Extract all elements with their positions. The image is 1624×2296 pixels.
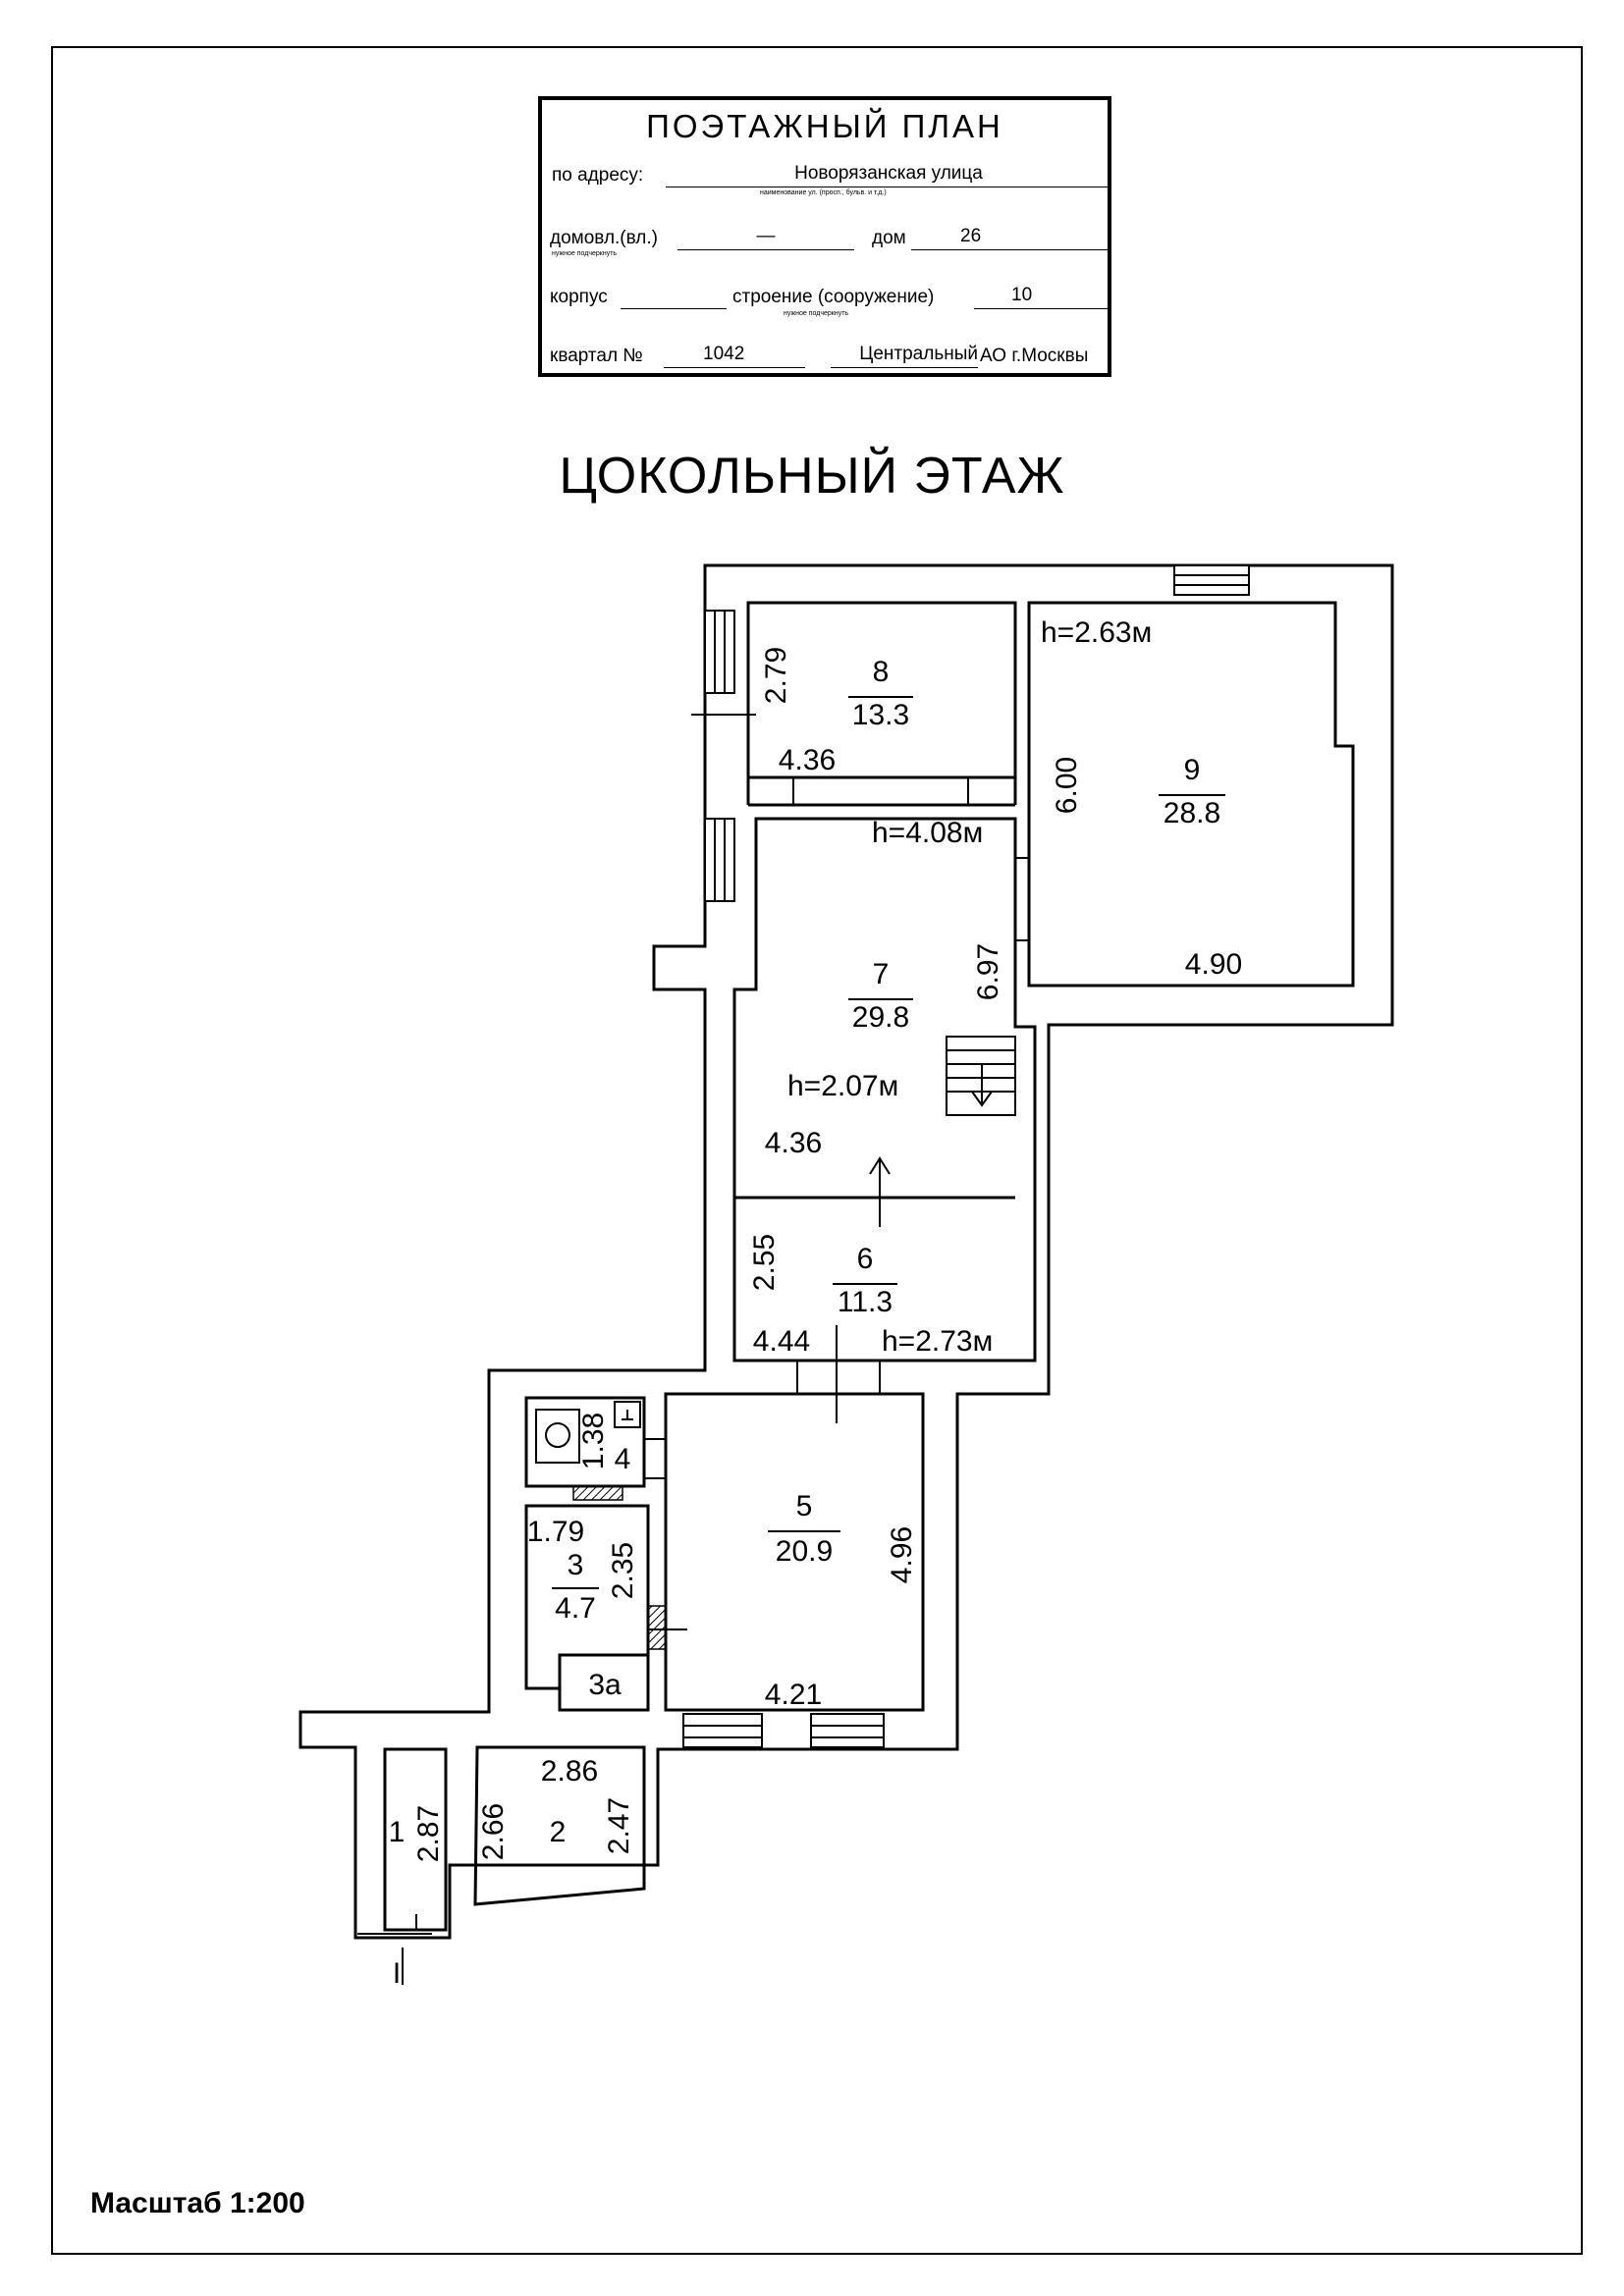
house-label: дом [872,228,906,248]
address-note: наименование ул. (просп., бульв. и т.д.) [760,189,887,196]
room-number: 7 [873,958,890,990]
house-value: 26 [911,226,1111,250]
dimension: 4.36 [779,744,836,776]
room-5-wall [664,1392,925,1712]
dimension: 2.66 [477,1803,510,1860]
dimension: 2.55 [748,1234,781,1291]
address-label: по адресу: [552,165,644,186]
room-number: 3 [568,1549,584,1581]
window [704,610,735,694]
dimension: 2.79 [760,647,792,704]
room-number: 8 [873,656,890,688]
toilet-icon [535,1409,580,1464]
room-3a-wall [558,1653,650,1712]
dimension: 4.96 [886,1526,918,1583]
window [810,1713,885,1748]
dimension: 6.97 [972,943,1004,1000]
ceiling-height: h=2.07м [787,1070,898,1102]
domovl-note: нужное подчеркнуть [552,250,618,257]
room-number: 6 [857,1243,874,1275]
stairs [946,1036,1016,1116]
dimension: 4.90 [1185,948,1242,981]
window [1173,564,1250,596]
okrug-value: Центральный [831,344,978,368]
stamp-title: ПОЭТАЖНЫЙ ПЛАН [646,108,1003,144]
dimension: 4.36 [765,1127,822,1159]
hatched-partition [572,1485,623,1501]
domovl-value: — [677,226,854,250]
scale-label: Масштаб 1:200 [90,2187,305,2219]
room-number: 5 [796,1490,813,1522]
dimension: 6.00 [1051,757,1083,814]
room-7-wall [732,817,1037,1362]
outer-wall [298,563,1394,1940]
stroenie-note: нужное подчеркнуть [784,310,849,317]
dimension: 1.38 [577,1413,610,1469]
ceiling-height: h=2.73м [882,1325,993,1358]
room-number: 9 [1184,754,1201,786]
ceiling-height: h=2.63м [1041,616,1152,649]
dimension: 2.87 [412,1805,445,1862]
doors [644,777,1029,1479]
stroenie-label: строение (сооружение) [732,287,935,307]
floor-title: ЦОКОЛЬНЫЙ ЭТАЖ [559,448,1065,505]
room-8-wall [746,601,1017,779]
korpus-value [621,285,727,309]
room-9-wall [1027,601,1355,988]
address-value: Новорязанская улица [666,163,1111,187]
section-mark: I [393,1957,401,1990]
section-line [357,714,756,1985]
dimension: 4.44 [753,1325,810,1358]
ceiling-height: h=4.08м [872,817,983,849]
room-area: 20.9 [776,1535,833,1568]
room-number: 3а [588,1669,622,1701]
room-area: 13.3 [852,699,909,731]
dimension: 4.21 [765,1679,822,1711]
room-area: 29.8 [852,1001,909,1034]
room-area: 11.3 [838,1286,893,1318]
stroenie-value: 10 [974,285,1111,309]
room-area: 28.8 [1164,797,1220,829]
window [704,818,735,902]
room-2-wall [473,1745,646,1906]
okrug-suffix: АО г.Москвы [980,346,1089,366]
domovl-label: домовл.(вл.) [550,228,658,248]
window [682,1713,763,1748]
windows [682,564,1250,1748]
page-frame [51,46,1583,2255]
room-area: 4.7 [555,1592,596,1625]
kvartal-label: квартал № [550,346,643,366]
title-stamp: ПОЭТАЖНЫЙ ПЛАН по адресу: Новорязанская … [538,96,1111,377]
dimension: 2.86 [541,1755,598,1788]
room-number: 4 [615,1443,631,1475]
room-number: 2 [550,1816,567,1848]
dimension: 2.35 [607,1542,639,1599]
kvartal-value: 1042 [664,344,805,368]
room-number: 1 [389,1816,406,1848]
sink-icon [614,1401,641,1428]
dimension: 2.47 [603,1797,635,1854]
dimension: 1.79 [527,1516,584,1548]
fraction-bars [552,696,1225,1589]
hatched-partition [647,1605,667,1650]
entry-arrow [836,1156,891,1423]
korpus-label: корпус [550,287,608,307]
